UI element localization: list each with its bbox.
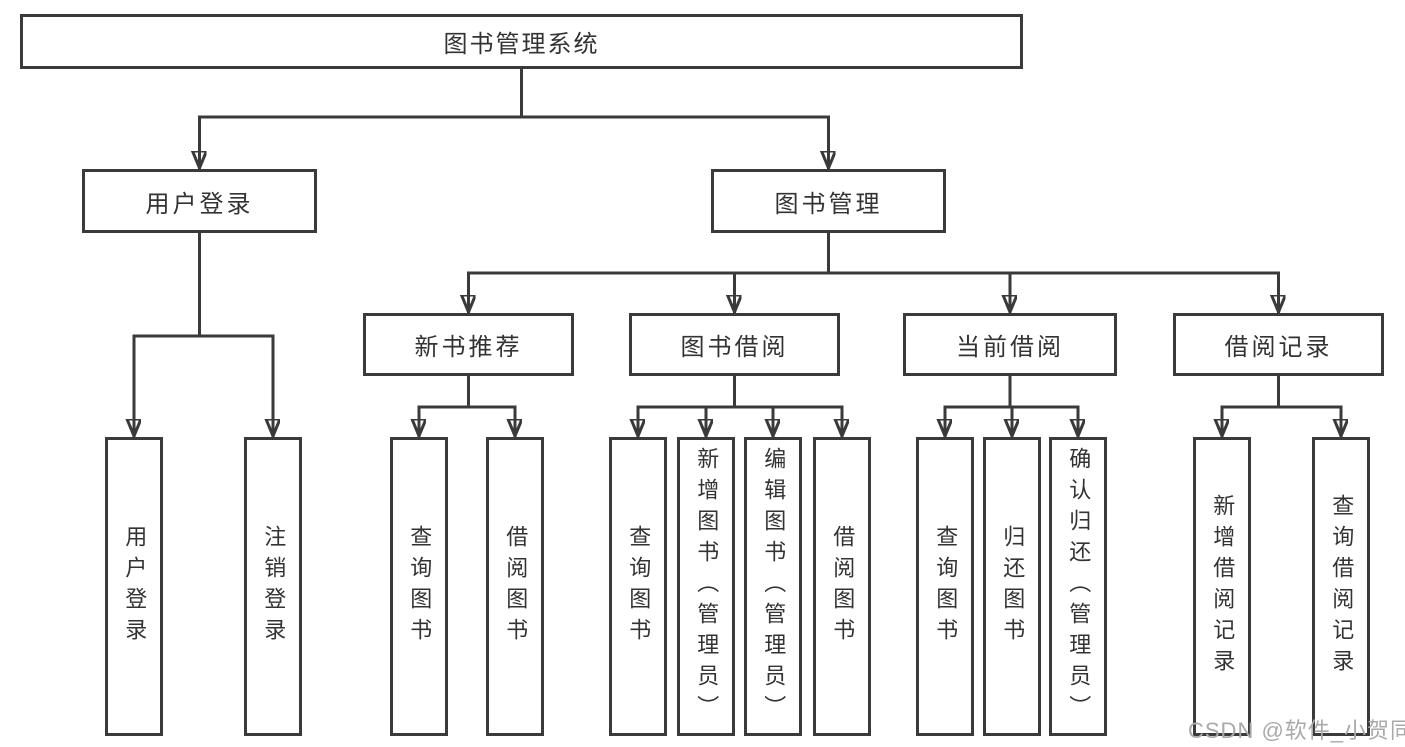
watermark: CSDN @软件_小贺同学 [1188,718,1405,743]
leaf-edit-books-admin: 编辑图书（管理员） [744,437,802,736]
node-borrow-history: 借阅记录 [1173,313,1384,376]
node-new-book-recommend: 新书推荐 [363,313,574,376]
leaf-return-books: 归还图书 [983,437,1041,736]
leaf-borrow-books-1: 借阅图书 [486,437,544,736]
node-book-borrow: 图书借阅 [629,313,840,376]
node-root-system-label: 图书管理系统 [443,31,600,58]
leaf-query-books-1-label: 查询图书 [407,524,433,649]
leaf-query-books-3: 查询图书 [916,437,974,736]
leaf-edit-books-admin-label: 编辑图书（管理员） [761,447,787,726]
leaf-query-borrow-record-label: 查询借阅记录 [1329,493,1355,680]
leaf-add-borrow-record-label: 新增借阅记录 [1210,493,1236,680]
node-current-borrow-label: 当前借阅 [956,334,1064,361]
node-current-borrow: 当前借阅 [903,313,1117,376]
leaf-add-books-admin: 新增图书（管理员） [677,437,735,736]
leaf-query-borrow-record: 查询借阅记录 [1312,437,1370,736]
leaf-confirm-return-admin: 确认归还（管理员） [1049,437,1107,736]
leaf-logout-label: 注销登录 [261,524,287,649]
leaf-query-books-1: 查询图书 [390,437,448,736]
leaf-user-login-label: 用户登录 [122,524,148,649]
leaf-confirm-return-admin-label: 确认归还（管理员） [1066,447,1092,726]
leaf-borrow-books-2: 借阅图书 [813,437,871,736]
leaf-logout: 注销登录 [244,437,302,736]
node-book-management-label: 图书管理 [774,190,883,218]
node-borrow-history-label: 借阅记录 [1224,334,1333,361]
node-new-book-recommend-label: 新书推荐 [414,334,523,361]
leaf-return-books-label: 归还图书 [1000,524,1026,649]
leaf-borrow-books-2-label: 借阅图书 [830,524,856,649]
leaf-user-login: 用户登录 [105,437,163,736]
node-book-borrow-label: 图书借阅 [680,334,789,361]
leaf-add-borrow-record: 新增借阅记录 [1193,437,1251,736]
node-user-login-label: 用户登录 [145,190,254,218]
leaf-query-books-3-label: 查询图书 [933,524,959,649]
leaf-add-books-admin-label: 新增图书（管理员） [694,447,720,726]
node-book-management: 图书管理 [711,169,946,233]
leaf-query-books-2-label: 查询图书 [626,524,652,649]
node-root-system: 图书管理系统 [20,14,1023,69]
leaf-borrow-books-1-label: 借阅图书 [503,524,529,649]
node-user-login: 用户登录 [82,169,317,233]
leaf-query-books-2: 查询图书 [609,437,667,736]
